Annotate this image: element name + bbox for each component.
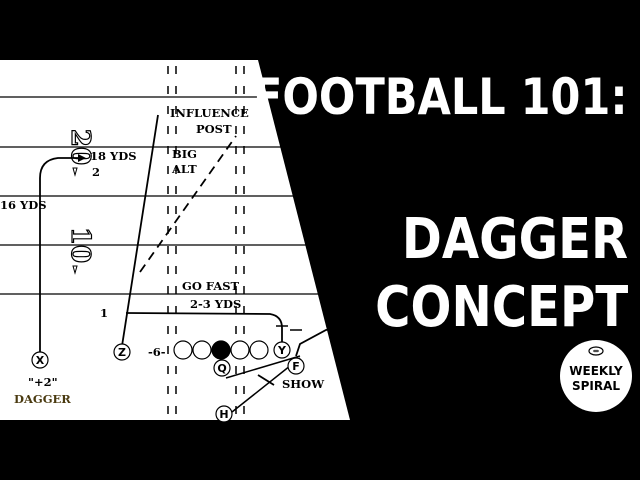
- f-show-route: [295, 325, 347, 357]
- label-influence: INFLUENCE: [170, 106, 249, 120]
- label-16-yds: 16 YDS: [0, 198, 47, 212]
- label-2-3-yds: 2-3 YDS: [190, 297, 241, 311]
- label-post: POST: [196, 122, 232, 136]
- label-dagger: DAGGER: [14, 392, 71, 406]
- logo-text-spiral: SPIRAL: [571, 379, 621, 393]
- y-go-fast-route: [125, 312, 283, 342]
- label-big: BIG: [172, 147, 197, 161]
- offensive-line: [173, 340, 269, 360]
- label-2: 2: [92, 165, 100, 179]
- label-18-yds: 18 YDS: [90, 149, 137, 163]
- title-line-1: FOOTBALL 101:: [253, 68, 628, 126]
- title-line-3: CONCEPT: [375, 275, 628, 340]
- football-icon: [588, 346, 604, 356]
- field-arrow-20: [72, 167, 78, 177]
- label-plus-2: "+2": [28, 375, 58, 389]
- field-number-10: 10: [65, 227, 95, 263]
- z-post-route: [121, 114, 159, 347]
- label-go-fast: GO FAST: [182, 279, 240, 293]
- x-dagger-route: [39, 157, 78, 352]
- player-z: Z: [118, 346, 126, 359]
- influence-post-route: [139, 135, 237, 273]
- player-q: Q: [217, 362, 226, 375]
- player-y: Y: [277, 344, 287, 357]
- field-arrow-10: [72, 265, 78, 275]
- player-x: X: [36, 354, 45, 367]
- logo-text-weekly: WEEKLY: [569, 364, 623, 378]
- player-h: H: [219, 408, 228, 421]
- qb-line: [225, 355, 301, 379]
- x-route-arrow: [78, 154, 86, 162]
- field-panel: [0, 60, 350, 420]
- yard-lines: [0, 96, 318, 295]
- label-1: 1: [100, 306, 108, 320]
- label-6: -6-: [148, 345, 166, 359]
- label-show: SHOW: [282, 377, 325, 391]
- player-f: F: [292, 360, 300, 373]
- label-alt: ALT: [171, 162, 197, 176]
- weekly-spiral-logo: WEEKLY SPIRAL: [560, 340, 632, 412]
- title-line-2: DAGGER: [401, 207, 628, 272]
- qb-tick: [257, 374, 275, 386]
